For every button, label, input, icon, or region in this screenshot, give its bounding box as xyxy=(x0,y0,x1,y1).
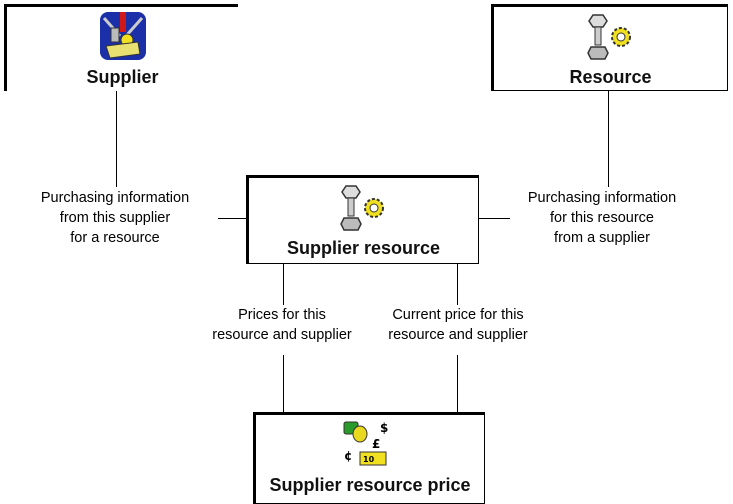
svg-text:£: £ xyxy=(372,437,380,451)
bolt-gear-icon xyxy=(339,185,384,231)
connector-line xyxy=(283,263,284,305)
connector-line xyxy=(457,263,458,305)
bolt-gear-icon xyxy=(586,14,631,60)
supplier-resource-price-entity[interactable]: $ £ ¢ 10 Supplier resource price xyxy=(253,412,485,504)
supplier-entity[interactable]: Supplier xyxy=(4,4,238,91)
relation-label-resource: Purchasing information for this resource… xyxy=(512,188,692,248)
connector-line xyxy=(283,355,284,413)
entity-title: Supplier resource xyxy=(286,238,441,258)
svg-text:¢: ¢ xyxy=(344,449,352,463)
connector-line xyxy=(218,218,248,219)
label-line: resource and supplier xyxy=(388,327,528,343)
connector-line xyxy=(457,355,458,413)
connector-line xyxy=(478,218,510,219)
connector-line xyxy=(608,90,609,187)
label-line: Current price for this xyxy=(392,307,524,323)
supplier-icon xyxy=(99,12,146,60)
entity-title: Resource xyxy=(569,67,652,87)
label-line: from a supplier xyxy=(554,230,650,246)
money-icon: $ £ ¢ 10 xyxy=(343,421,388,466)
entity-title: Supplier xyxy=(86,67,159,87)
supplier-resource-entity[interactable]: Supplier resource xyxy=(246,175,479,264)
label-line: Prices for this xyxy=(238,307,326,323)
relation-label-supplier: Purchasing information from this supplie… xyxy=(30,188,200,248)
label-line: for this resource xyxy=(550,210,654,226)
svg-text:$: $ xyxy=(380,421,388,435)
connector-line xyxy=(116,90,117,187)
label-line: Purchasing information xyxy=(40,190,190,206)
relation-label-prices: Prices for this resource and supplier xyxy=(196,305,368,345)
svg-text:10: 10 xyxy=(363,455,375,464)
relation-label-current-price: Current price for this resource and supp… xyxy=(372,305,544,345)
label-line: resource and supplier xyxy=(212,327,352,343)
label-line: from this supplier xyxy=(59,210,171,226)
resource-entity[interactable]: Resource xyxy=(491,4,728,91)
entity-title: Supplier resource price xyxy=(269,475,471,495)
label-line: Purchasing information xyxy=(527,190,677,206)
label-line: for a resource xyxy=(70,230,160,246)
